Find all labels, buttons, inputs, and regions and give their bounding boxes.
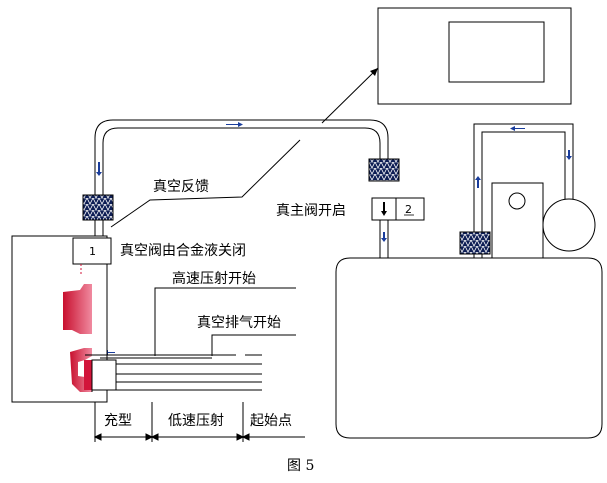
stage-low-speed: 低速压射 xyxy=(168,413,224,429)
label-high-speed-start: 高速压射开始 xyxy=(172,270,256,287)
vacuum-pipe xyxy=(94,119,389,258)
figure-caption: 图 5 xyxy=(287,458,314,474)
stage-start-point: 起始点 xyxy=(250,413,292,429)
stage-dimension-line xyxy=(93,402,305,442)
valve-1-number: 1 xyxy=(89,245,96,258)
filter-main xyxy=(368,158,400,182)
control-unit xyxy=(377,7,572,105)
pump-loop-pipe xyxy=(473,123,574,258)
vacuum-pump xyxy=(491,182,596,259)
label-main-valve-open: 真主阀开启 xyxy=(276,203,346,219)
label-vacuum-exhaust-start: 真空排气开始 xyxy=(197,315,281,331)
feedback-signal-line xyxy=(321,67,379,124)
vacuum-tank xyxy=(335,257,603,439)
label-vacuum-feedback: 真空反馈 xyxy=(153,179,209,195)
plunger-lines xyxy=(85,354,262,391)
filter-pump xyxy=(459,231,491,255)
label-valve-closed-by-alloy: 真空阀由合金液关闭 xyxy=(120,243,246,259)
leader-lines xyxy=(110,139,301,356)
die-block: 1 xyxy=(11,235,117,403)
main-valve: 2 xyxy=(371,197,425,221)
stage-fill: 充型 xyxy=(104,413,132,429)
valve-2-number: 2 xyxy=(405,203,412,216)
flow-arrows xyxy=(96,122,572,355)
filter-left xyxy=(82,194,114,221)
